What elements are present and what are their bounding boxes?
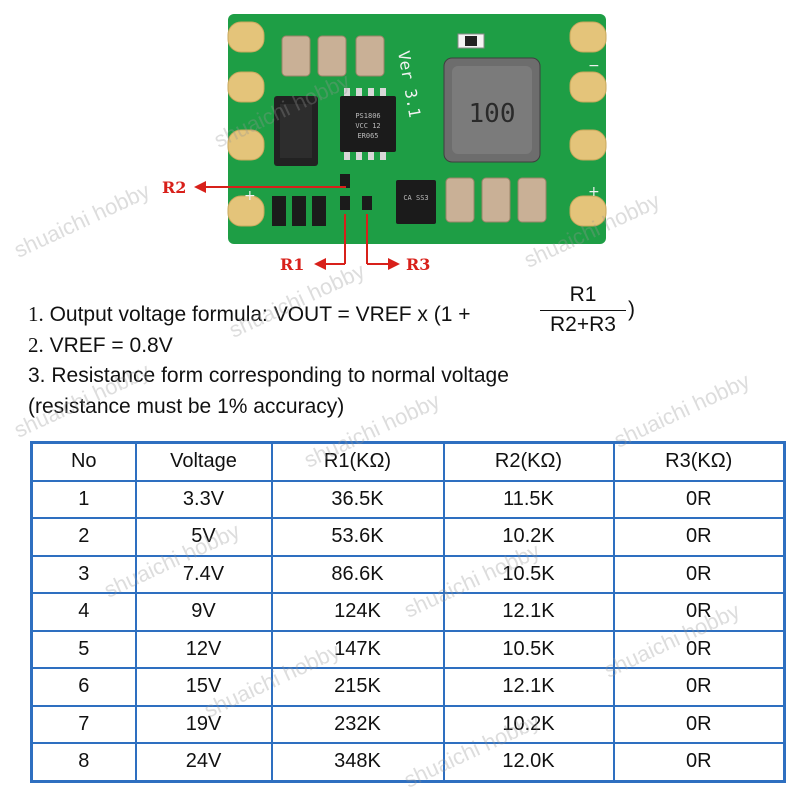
capacitor	[355, 35, 385, 77]
formula-line: 1. Output voltage formula: VOUT = VREF x…	[28, 302, 471, 327]
cell-voltage: 15V	[134, 667, 273, 707]
cell-no: 3	[30, 554, 137, 594]
r2-label: R2	[162, 178, 186, 197]
cell-no: 5	[30, 629, 137, 669]
cell-r3: 0R	[612, 479, 786, 519]
cell-r1: 86.6K	[270, 554, 445, 594]
cell-r1: 215K	[270, 667, 445, 707]
cell-no: 8	[30, 742, 137, 782]
cell-r2: 10.2K	[442, 517, 615, 557]
table-row: 8 24V 348K 12.0K 0R	[30, 742, 786, 782]
cell-voltage: 9V	[134, 592, 273, 632]
cell-r3: 0R	[612, 554, 786, 594]
cell-r3: 0R	[612, 517, 786, 557]
capacitor	[517, 177, 547, 223]
cell-r3: 0R	[612, 592, 786, 632]
board-photo: Ver 3.1 100 PS1806 VCC 12 ER065 CA SS3 +…	[0, 0, 800, 280]
svg-text:CA SS3: CA SS3	[403, 194, 428, 202]
cell-r2: 12.1K	[442, 667, 615, 707]
r1-arrow	[314, 214, 346, 270]
cell-r1: 232K	[270, 704, 445, 744]
vref-number: 2.	[28, 333, 44, 357]
formula-fraction: R1 R2+R3	[540, 283, 626, 337]
cell-r3: 0R	[612, 742, 786, 782]
cell-voltage: 19V	[134, 704, 273, 744]
cell-r1: 36.5K	[270, 479, 445, 519]
header-r3: R3(KΩ)	[612, 441, 786, 482]
table-row: 4 9V 124K 12.1K 0R	[30, 592, 786, 632]
header-no: No	[30, 441, 137, 482]
vref-text: VREF = 0.8V	[43, 334, 173, 357]
fraction-denominator: R2+R3	[550, 313, 616, 336]
table-header-row: No Voltage R1(KΩ) R2(KΩ) R3(KΩ)	[30, 441, 786, 482]
inductor-marking: 100	[469, 99, 516, 129]
table-row: 1 3.3V 36.5K 11.5K 0R	[30, 479, 786, 519]
cell-r1: 124K	[270, 592, 445, 632]
diode	[396, 180, 436, 224]
cell-r3: 0R	[612, 704, 786, 744]
cell-no: 2	[30, 517, 137, 557]
svg-text:+: +	[588, 184, 600, 200]
cell-r2: 10.2K	[442, 704, 615, 744]
capacitor	[481, 177, 511, 223]
edge-pads-right	[569, 21, 607, 227]
edge-pads-left	[227, 21, 265, 227]
capacitor	[445, 177, 475, 223]
r2-arrow	[194, 181, 346, 193]
r3-label: R3	[406, 255, 430, 274]
svg-text:VCC 12: VCC 12	[355, 122, 380, 130]
header-r1: R1(KΩ)	[270, 441, 445, 482]
svg-text:+: +	[244, 188, 256, 204]
cell-r2: 10.5K	[442, 554, 615, 594]
header-r2: R2(KΩ)	[442, 441, 615, 482]
table-row: 7 19V 232K 10.2K 0R	[30, 704, 786, 744]
svg-text:PS1806: PS1806	[355, 112, 380, 120]
capacitor	[317, 35, 347, 77]
cell-r2: 12.0K	[442, 742, 615, 782]
svg-text:ER065: ER065	[357, 132, 378, 140]
cell-r2: 12.1K	[442, 592, 615, 632]
cell-voltage: 3.3V	[134, 479, 273, 519]
small-resistors	[272, 174, 372, 226]
cell-r2: 11.5K	[442, 479, 615, 519]
cell-voltage: 7.4V	[134, 554, 273, 594]
table-row: 5 12V 147K 10.5K 0R	[30, 629, 786, 669]
cell-r3: 0R	[612, 667, 786, 707]
table-row: 2 5V 53.6K 10.2K 0R	[30, 517, 786, 557]
formula-text: Output voltage formula: VOUT = VREF x (1…	[43, 303, 471, 326]
accuracy-note: (resistance must be 1% accuracy)	[28, 395, 345, 418]
cell-r1: 147K	[270, 629, 445, 669]
table-row: 6 15V 215K 12.1K 0R	[30, 667, 786, 707]
r3-arrow	[366, 214, 400, 270]
cell-voltage: 24V	[134, 742, 273, 782]
table-row: 3 7.4V 86.6K 10.5K 0R	[30, 554, 786, 594]
formula-number: 1.	[28, 302, 44, 326]
cell-no: 4	[30, 592, 137, 632]
cell-no: 7	[30, 704, 137, 744]
fraction-bar	[540, 310, 626, 311]
formula-close-paren: )	[628, 298, 635, 321]
cell-r2: 10.5K	[442, 629, 615, 669]
cell-voltage: 12V	[134, 629, 273, 669]
cell-r1: 348K	[270, 742, 445, 782]
resistance-table: No Voltage R1(KΩ) R2(KΩ) R3(KΩ) 1 3.3V 3…	[30, 441, 786, 783]
cell-no: 1	[30, 479, 137, 519]
fraction-numerator: R1	[569, 283, 597, 306]
header-voltage: Voltage	[134, 441, 273, 482]
svg-text:−: −	[588, 58, 600, 74]
cell-r3: 0R	[612, 629, 786, 669]
table-intro-line: 3. Resistance form corresponding to norm…	[28, 364, 509, 387]
capacitor	[281, 35, 311, 77]
r1-label: R1	[280, 255, 304, 274]
vref-line: 2. VREF = 0.8V	[28, 333, 173, 358]
cell-no: 6	[30, 667, 137, 707]
cell-r1: 53.6K	[270, 517, 445, 557]
cell-voltage: 5V	[134, 517, 273, 557]
regulator-ic	[340, 96, 396, 152]
